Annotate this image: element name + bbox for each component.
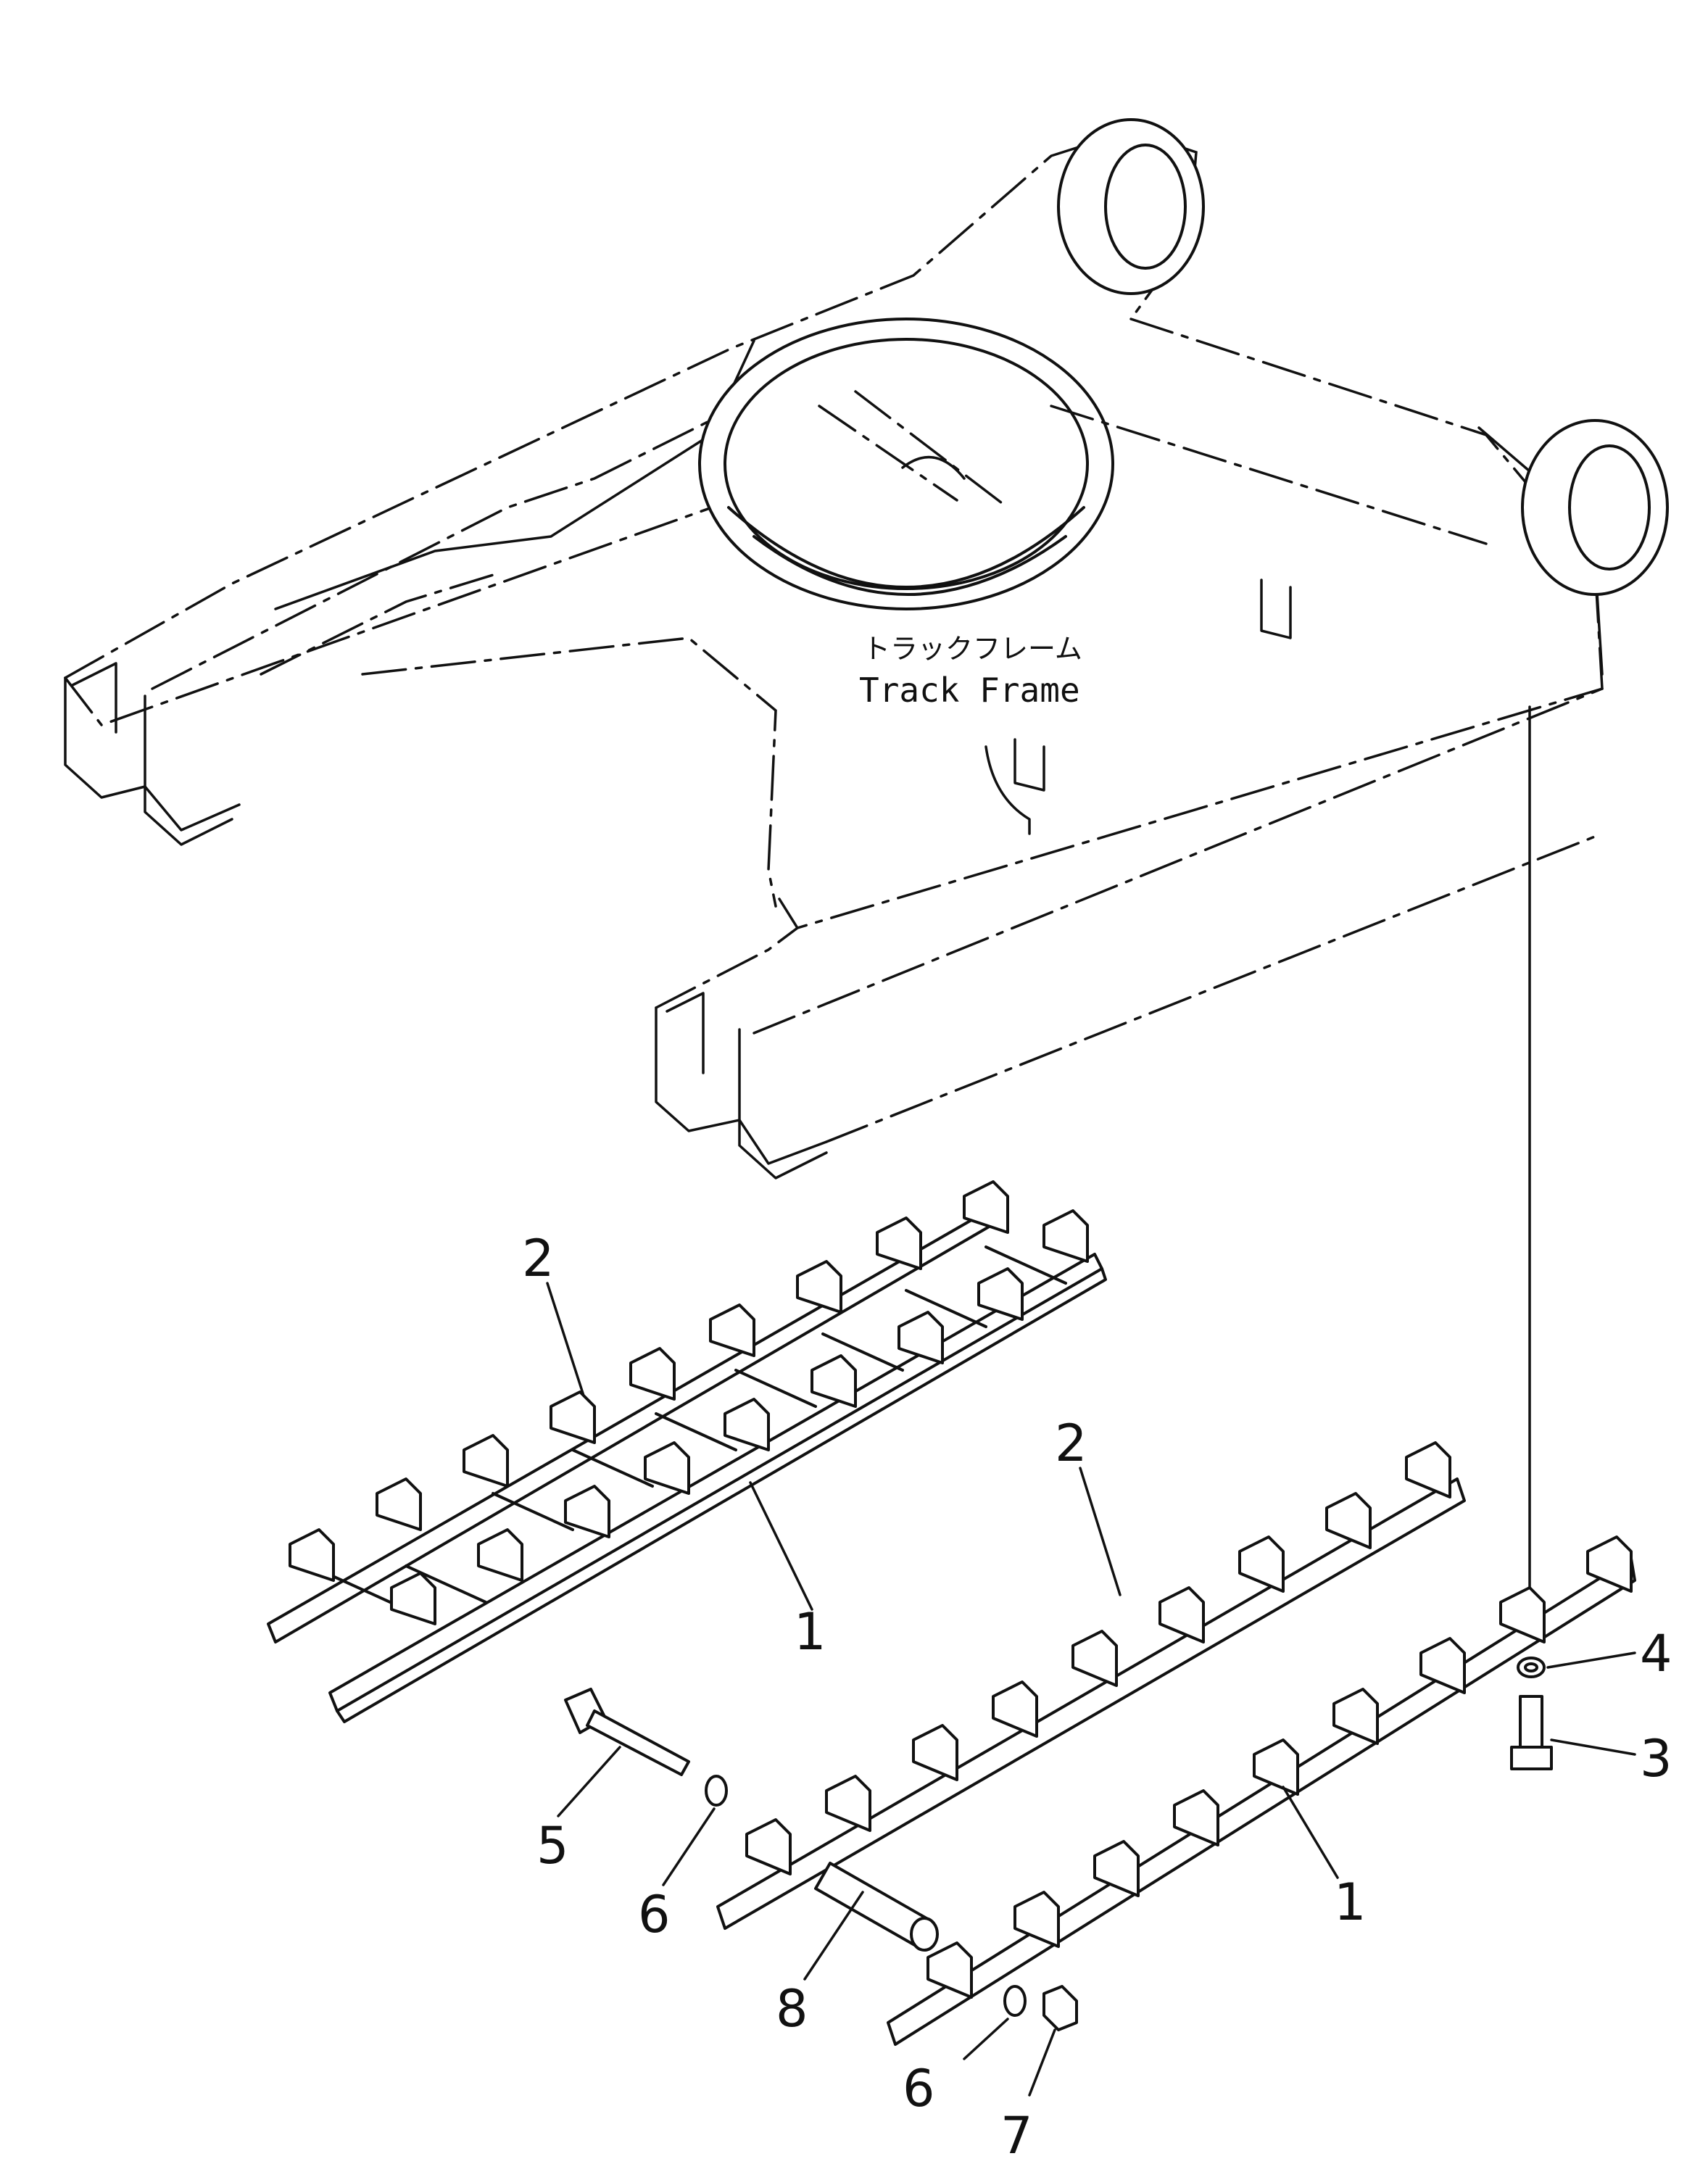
callout-5: 5 — [536, 1816, 569, 1875]
bolt-5 — [564, 1688, 690, 1776]
callout-2-lower: 2 — [1055, 1414, 1087, 1473]
frame-label-en: Track Frame — [859, 671, 1080, 710]
callout-7: 7 — [1000, 2106, 1033, 2164]
track-frame — [64, 118, 1669, 1180]
washer-6-bottom — [1003, 1985, 1027, 2017]
washer-4 — [1517, 1657, 1546, 1678]
washer-6-left — [705, 1775, 728, 1807]
callout-4: 4 — [1640, 1624, 1672, 1683]
washer-4-hole — [1524, 1662, 1538, 1672]
callout-3: 3 — [1640, 1729, 1672, 1788]
callout-2-upper: 2 — [522, 1229, 555, 1288]
callout-1-lower: 1 — [1334, 1873, 1367, 1932]
lower-rail-brackets — [926, 1535, 1633, 1999]
leader-lines — [546, 1282, 1636, 2097]
frame-label-jp: トラックフレーム — [863, 633, 1082, 665]
bolt-3 — [1510, 1695, 1553, 1770]
lower-guard-assembly — [716, 1441, 1636, 2046]
nut-7 — [1042, 1985, 1078, 2031]
callout-8: 8 — [776, 1979, 808, 2039]
callout-6-left: 6 — [638, 1885, 671, 1944]
upper-guard-assembly — [267, 1180, 1107, 1723]
lower-guard-brackets — [745, 1441, 1451, 1875]
callout-6-bottom: 6 — [903, 2059, 935, 2118]
callout-1-upper: 1 — [794, 1602, 826, 1662]
upper-brackets — [289, 1180, 1089, 1625]
pipe-8 — [814, 1862, 939, 1952]
upper-cross-pins — [325, 1245, 1067, 1611]
